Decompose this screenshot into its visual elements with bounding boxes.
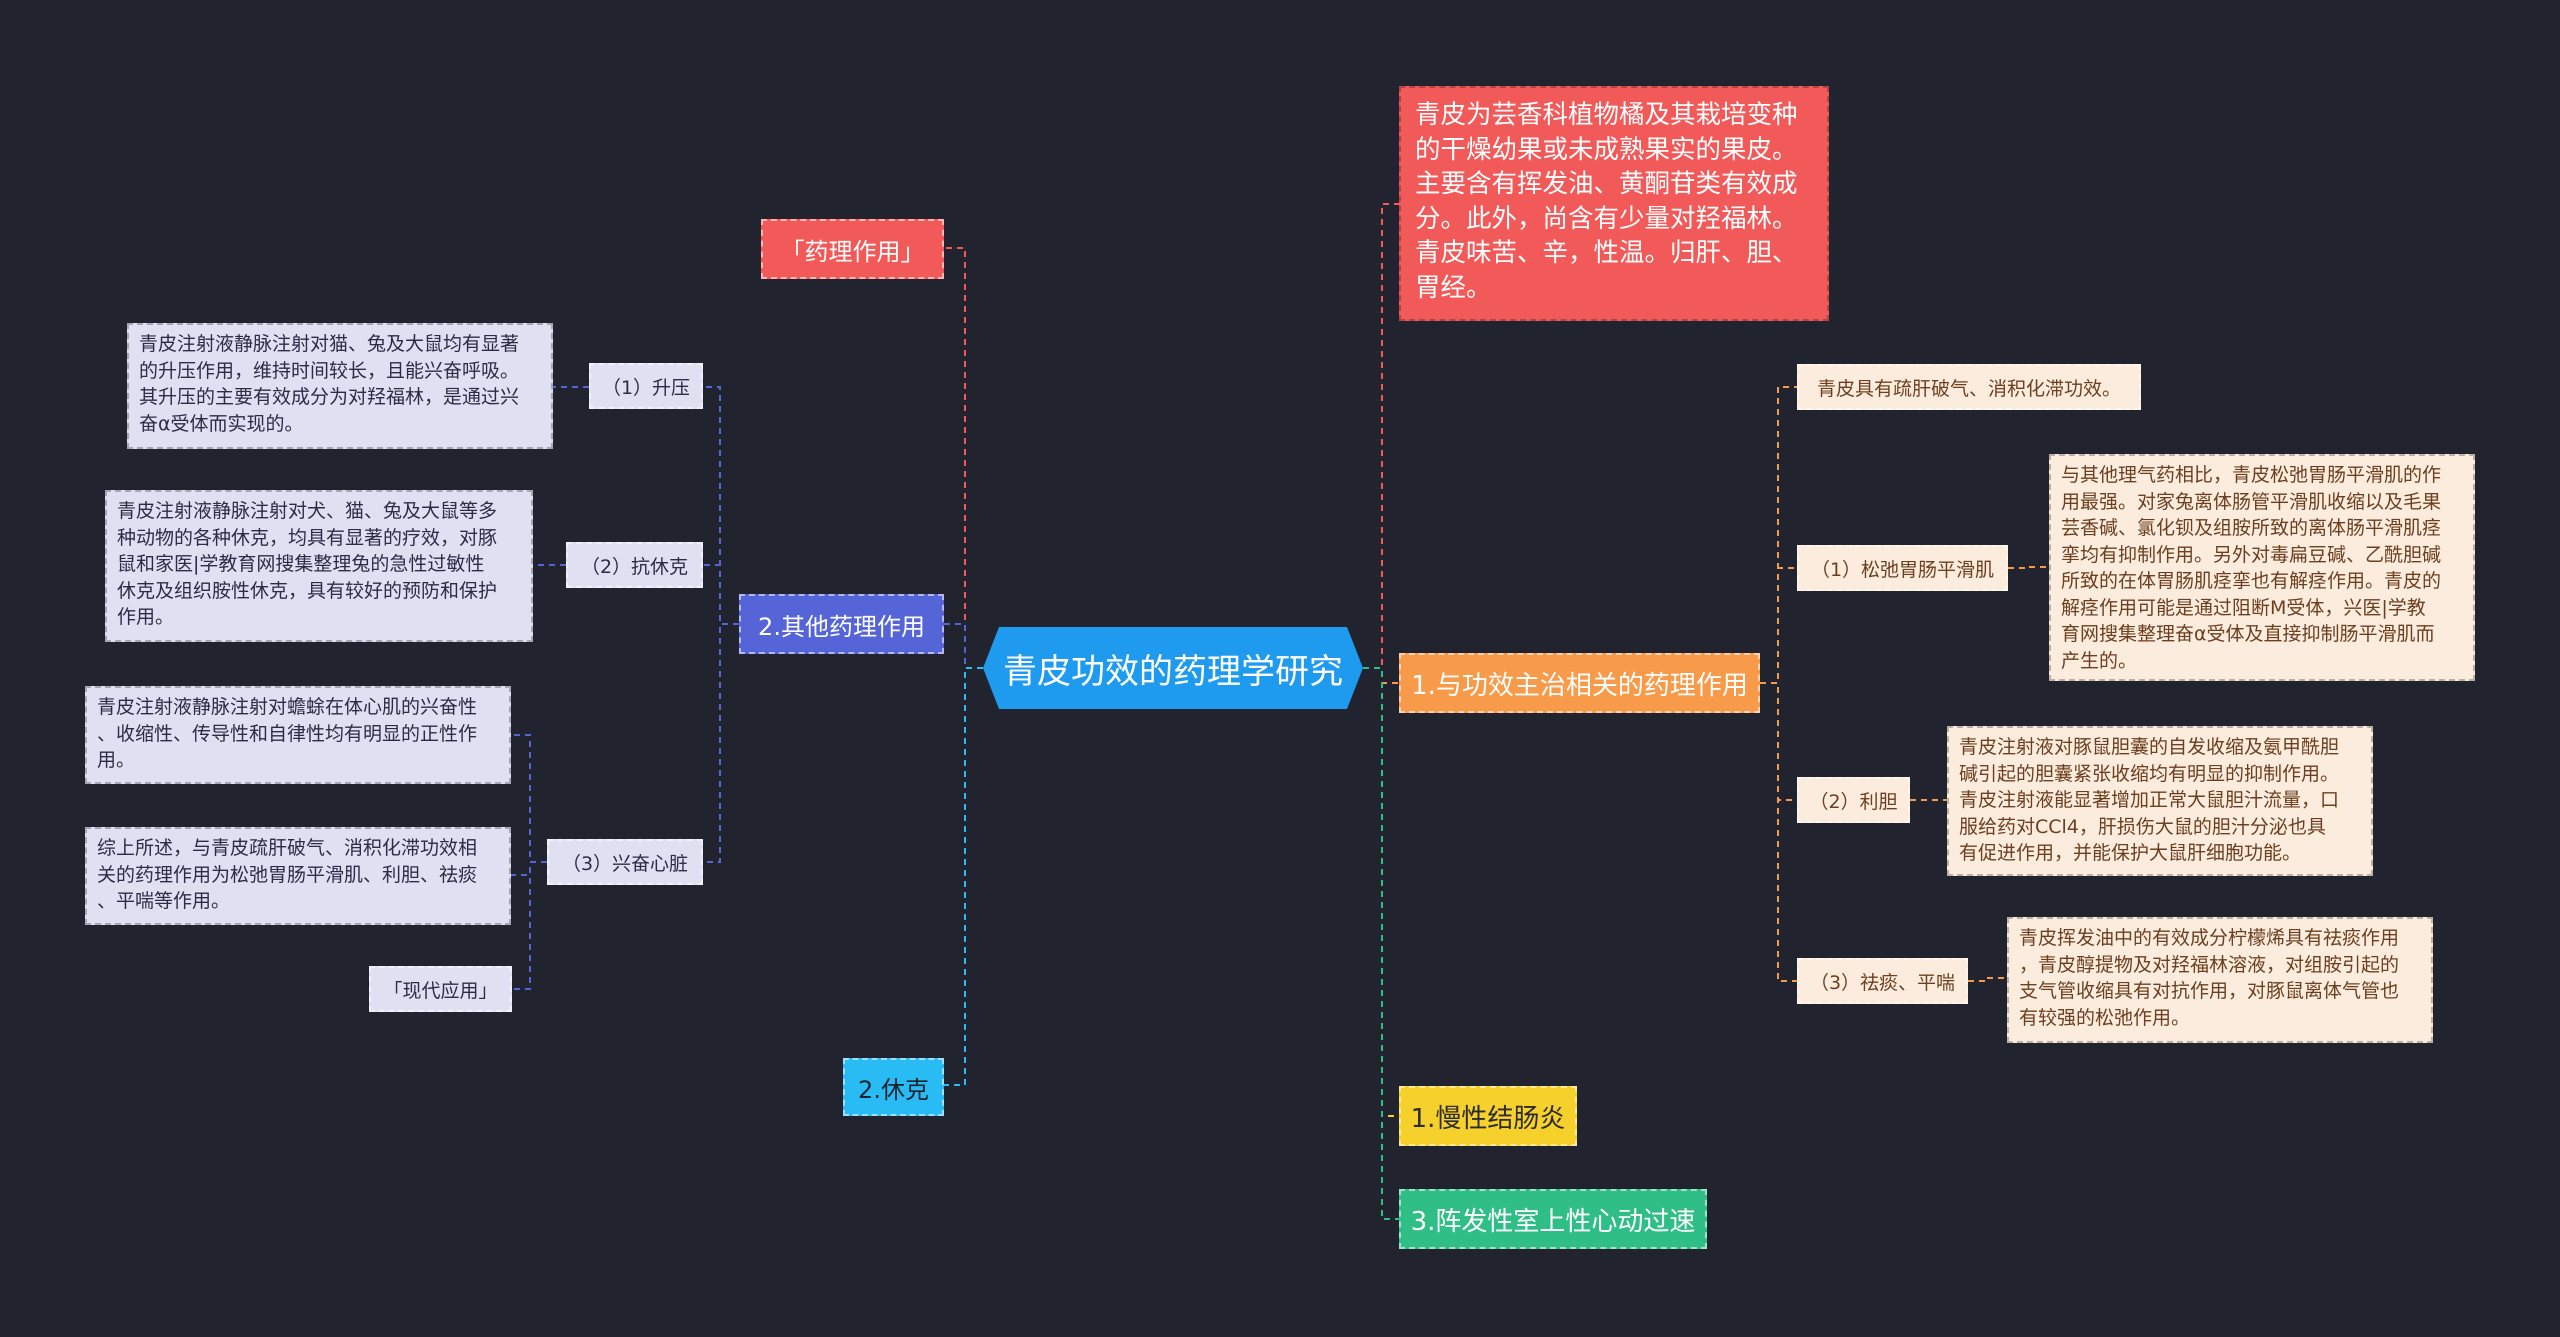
effect-summary-label[interactable]: 青皮具有疏肝破气、消积化滞功效。	[1797, 364, 2141, 410]
sub-label-heart[interactable]: （3）兴奋心脏	[547, 839, 703, 885]
smooth-muscle-text: 与其他理气药相比，青皮松弛胃肠平滑肌的作 用最强。对家兔离体肠管平滑肌收缩以及毛…	[2049, 454, 2475, 681]
blood-pressure-text: 青皮注射液静脉注射对猫、兔及大鼠均有显著 的升压作用，维持时间较长，且能兴奋呼吸…	[127, 323, 553, 449]
sub-label-smooth-muscle[interactable]: （1）松弛胃肠平滑肌	[1797, 545, 2008, 591]
heart-text: 青皮注射液静脉注射对蟾蜍在体心肌的兴奋性 、收缩性、传导性和自律性均有明显的正性…	[85, 686, 511, 784]
choleretic-text: 青皮注射液对豚鼠胆囊的自发收缩及氨甲酰胆 碱引起的胆囊紧张收缩均有明显的抑制作用…	[1947, 726, 2373, 876]
chronic-colitis-branch[interactable]: 1.慢性结肠炎	[1399, 1086, 1577, 1146]
other-effects-branch[interactable]: 2.其他药理作用	[739, 594, 944, 654]
sub-label-expectorant[interactable]: （3）祛痰、平喘	[1797, 958, 1968, 1004]
sub-label-blood-pressure[interactable]: （1）升压	[589, 363, 703, 409]
root-topic[interactable]: 青皮功效的药理学研究	[983, 627, 1363, 709]
summary-text: 综上所述，与青皮疏肝破气、消积化滞功效相 关的药理作用为松弛胃肠平滑肌、利胆、祛…	[85, 827, 511, 925]
main-effects-branch[interactable]: 1.与功效主治相关的药理作用	[1399, 653, 1760, 713]
sub-label-choleretic[interactable]: （2）利胆	[1797, 777, 1910, 823]
tachycardia-branch[interactable]: 3.阵发性室上性心动过速	[1399, 1189, 1707, 1249]
intro-text: 青皮为芸香科植物橘及其栽培变种 的干燥幼果或未成熟果实的果皮。 主要含有挥发油、…	[1399, 86, 1829, 321]
modern-application-tag[interactable]: 「现代应用」	[369, 966, 512, 1012]
expectorant-text: 青皮挥发油中的有效成分柠檬烯具有祛痰作用 ，青皮醇提物及对羟福林溶液，对组胺引起…	[2007, 917, 2433, 1043]
anti-shock-text: 青皮注射液静脉注射对犬、猫、兔及大鼠等多 种动物的各种休克，均具有显著的疗效，对…	[105, 490, 533, 642]
sub-label-anti-shock[interactable]: （2）抗休克	[566, 542, 703, 588]
pharmacology-tag[interactable]: 「药理作用」	[761, 219, 944, 279]
shock-branch[interactable]: 2.休克	[843, 1058, 944, 1116]
